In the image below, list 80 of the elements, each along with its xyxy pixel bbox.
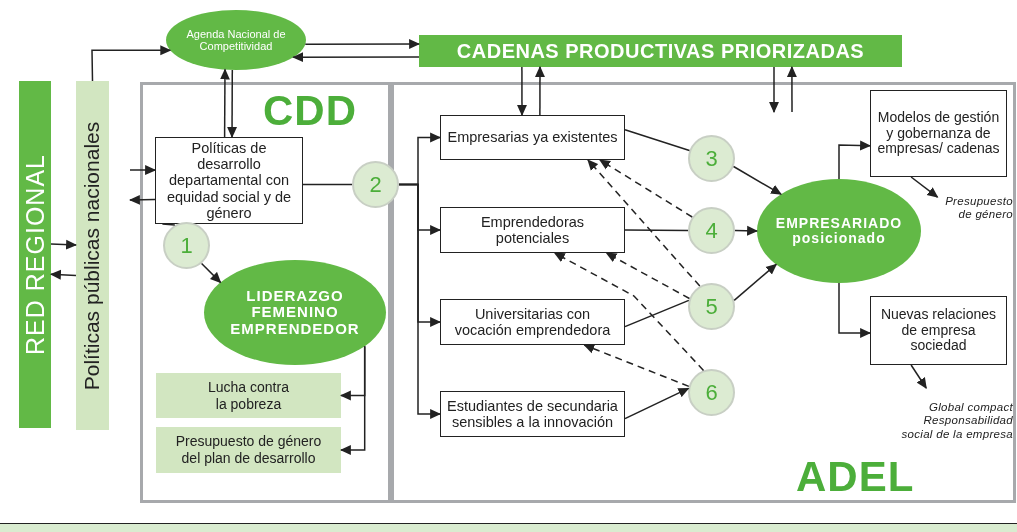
arrow xyxy=(624,387,690,420)
box-label: Modelos de gestión y gobernanza de empresas/ cadenas xyxy=(876,110,1001,157)
dashed-arrow xyxy=(583,344,690,388)
arrow xyxy=(786,65,797,113)
result-box xyxy=(156,427,341,473)
dashed-arrow xyxy=(587,159,701,287)
box-label: Estudiantes de secundaria sensibles a la innovación xyxy=(446,397,619,431)
banner-label: Políticas públicas nacionales xyxy=(80,121,105,390)
arrow xyxy=(517,66,527,117)
arrow xyxy=(734,225,759,236)
dashed-arrow xyxy=(553,252,705,372)
step-number: 5 xyxy=(705,293,718,320)
arrow xyxy=(304,39,421,49)
step-number: 1 xyxy=(180,232,193,259)
banner-label: RED REGIONAL xyxy=(20,154,50,355)
arrow xyxy=(733,263,778,302)
step-number: 2 xyxy=(369,171,382,198)
vertical-banner xyxy=(19,81,51,428)
vertical-banner xyxy=(76,81,109,430)
box-label: Políticas de desarrollo departamental con equidad social y de género xyxy=(165,139,293,222)
note-text: Global compact Responsabilidad social de la empresa xyxy=(889,388,1013,454)
region-panel xyxy=(391,82,1016,503)
node-label: EMPRESARIADO posicionado xyxy=(774,215,904,247)
process-box xyxy=(155,137,303,224)
process-box xyxy=(440,207,625,253)
arrow xyxy=(91,45,172,82)
dashed-arrow xyxy=(599,159,693,218)
banner-label: CADENAS PRODUCTIVAS PRIORIZADAS xyxy=(456,39,865,63)
step-circle xyxy=(688,135,735,182)
node-label: LIDERAZGO FEMENINO EMPRENDEDOR xyxy=(230,287,360,338)
region-panel xyxy=(140,82,391,503)
dashed-arrow xyxy=(605,252,691,300)
title-banner xyxy=(419,35,902,67)
node-label: Agenda Nacional de Competitividad xyxy=(185,27,287,53)
box-label: Universitarias con vocación emprendedora xyxy=(453,305,612,339)
process-box xyxy=(870,90,1007,177)
connector-line xyxy=(161,223,176,226)
connector-line xyxy=(624,229,689,232)
panel-heading: CDD xyxy=(263,87,357,135)
step-circle xyxy=(163,222,210,269)
arrow xyxy=(535,65,545,116)
arrow xyxy=(292,52,420,63)
arrow xyxy=(769,66,779,114)
step-circle xyxy=(688,207,735,254)
step-circle xyxy=(688,283,735,330)
box-label: Nuevas relaciones de empresa sociedad xyxy=(879,307,998,354)
arrow xyxy=(398,183,442,419)
box-label: Lucha contra la pobreza xyxy=(207,378,290,413)
arrow xyxy=(129,165,157,175)
step-circle xyxy=(688,369,735,416)
note-text: Presupuesto de género xyxy=(930,190,1013,226)
arrow xyxy=(910,176,939,198)
arrow xyxy=(339,345,366,455)
box-label: Presupuesto de género del plan de desarrollo xyxy=(174,433,323,467)
step-number: 4 xyxy=(705,217,718,244)
process-box xyxy=(870,296,1007,365)
connector-line xyxy=(302,183,353,186)
arrow xyxy=(910,364,927,389)
arrow xyxy=(50,239,78,250)
panel-heading: ADEL xyxy=(796,453,915,501)
process-box xyxy=(440,391,625,437)
box-label: Emprendedoras potenciales xyxy=(479,213,586,247)
arrow xyxy=(49,269,77,280)
arrow xyxy=(838,282,872,338)
arrow xyxy=(732,165,782,195)
result-box xyxy=(156,373,341,418)
process-box xyxy=(440,299,625,345)
process-box xyxy=(440,115,625,160)
connector-line xyxy=(624,299,690,328)
arrow xyxy=(128,194,156,205)
ellipse-node xyxy=(166,10,306,70)
arrow xyxy=(200,262,222,284)
step-circle xyxy=(352,161,399,208)
arrow xyxy=(220,68,230,138)
arrow xyxy=(227,69,237,139)
step-number: 6 xyxy=(705,379,718,406)
step-number: 3 xyxy=(705,145,718,172)
box-label: Empresarias ya existentes xyxy=(447,129,618,146)
connector-line xyxy=(624,129,691,152)
arrow xyxy=(838,140,872,180)
